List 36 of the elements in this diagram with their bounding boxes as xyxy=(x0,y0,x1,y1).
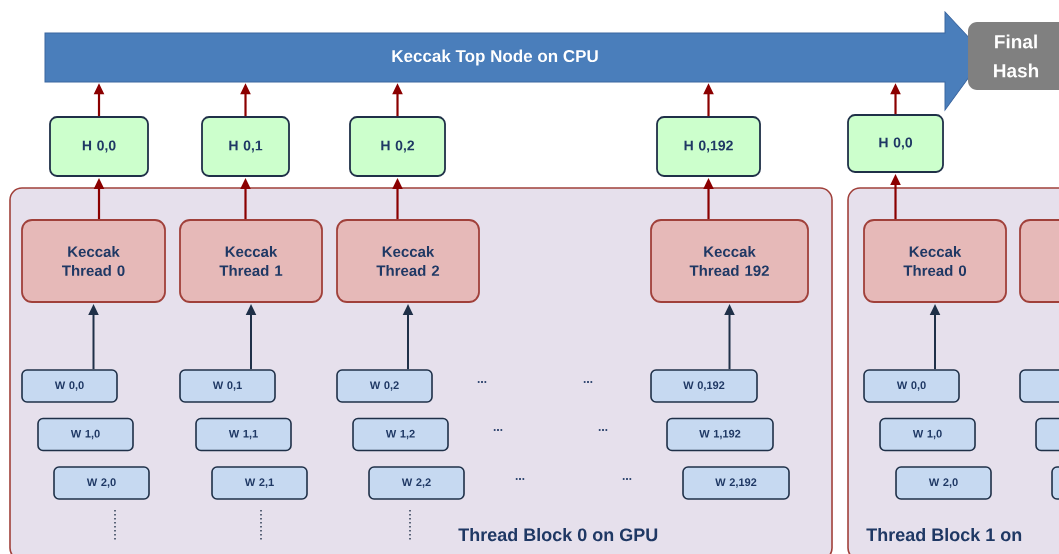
thread-box: Keccak Thread 0 xyxy=(863,219,1007,303)
word-box: W 0,2 xyxy=(336,369,433,403)
ellipsis: ... xyxy=(493,429,503,431)
word-box: W 1,0 xyxy=(37,417,134,452)
word-box: W 0,192 xyxy=(650,369,758,403)
thread-box: Keccak Thread 1 xyxy=(179,219,323,303)
word-box: W 2,192 xyxy=(682,466,790,500)
h-box: H 0,2 xyxy=(349,116,446,177)
h-box: H 0,1 xyxy=(201,116,290,177)
ellipsis: ... xyxy=(622,478,632,480)
word-box-edge xyxy=(1019,369,1059,403)
word-box: W 2,1 xyxy=(211,466,308,500)
h-box: H 0,192 xyxy=(656,116,761,177)
word-box: W 2,0 xyxy=(53,466,150,500)
word-box-edge xyxy=(1035,417,1059,452)
ellipsis: ... xyxy=(515,478,525,480)
ellipsis: ... xyxy=(598,429,608,431)
ellipsis: ... xyxy=(477,381,487,383)
word-box: W 1,192 xyxy=(666,417,774,452)
word-box: W 0,1 xyxy=(179,369,276,403)
word-box: W 1,2 xyxy=(352,417,449,452)
word-box-edge xyxy=(1051,466,1059,500)
word-box: W 2,0 xyxy=(895,466,992,500)
word-box: W 2,2 xyxy=(368,466,465,500)
word-box: W 0,0 xyxy=(863,369,960,403)
word-box: W 1,1 xyxy=(195,417,292,452)
word-box: W 1,0 xyxy=(879,417,976,452)
result-box: Final Hash xyxy=(968,22,1059,90)
thread-box: Keccak Thread 0 xyxy=(21,219,166,303)
thread-box: Keccak Thread 192 xyxy=(650,219,809,303)
thread-box: Keccak Thread 2 xyxy=(336,219,480,303)
thread-box-edge xyxy=(1019,219,1059,303)
ellipsis: ... xyxy=(583,381,593,383)
h-box: H 0,0 xyxy=(49,116,149,177)
h-box: H 0,0 xyxy=(847,114,944,173)
word-box: W 0,0 xyxy=(21,369,118,403)
